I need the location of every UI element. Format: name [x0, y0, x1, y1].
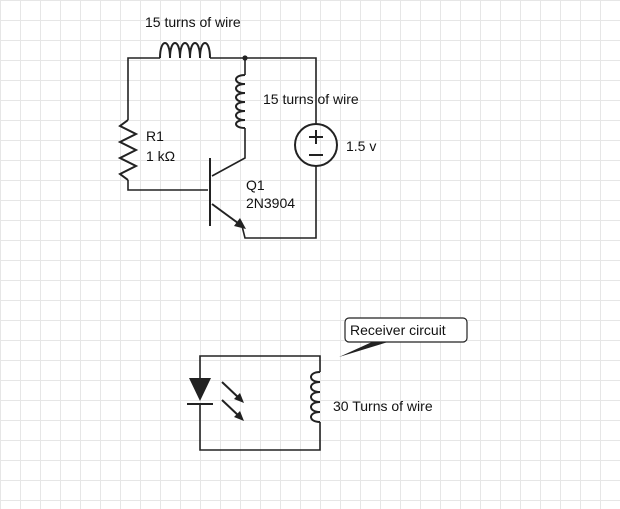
receiver-callout[interactable]: Receiver circuit [339, 317, 468, 357]
battery-source[interactable] [294, 123, 338, 167]
wire-top-left [127, 57, 160, 120]
battery-label: 1.5 v [346, 138, 376, 154]
receiver-coil-label: 30 Turns of wire [333, 398, 433, 414]
transistor-name: Q1 [246, 177, 265, 193]
receiver-coil[interactable] [310, 371, 321, 423]
emitter-arrow-icon [234, 218, 246, 229]
light-emission-arrows-icon [221, 381, 244, 421]
receiver-wire-top [199, 355, 321, 390]
receiver-circuit: Receiver circuit 30 Turns of wire [187, 317, 468, 451]
top-inductor-label: 15 turns of wire [145, 14, 241, 30]
collector-coil[interactable] [235, 74, 246, 129]
transmitter-circuit: 15 turns of wire R1 1 kΩ 15 turns of wir… [117, 14, 376, 239]
resistor-name: R1 [146, 128, 164, 144]
resistor-r1[interactable] [117, 119, 139, 181]
collector-coil-label: 15 turns of wire [263, 91, 359, 107]
wire-resistor-to-base [127, 180, 208, 191]
resistor-value: 1 kΩ [146, 148, 175, 164]
callout-pointer [339, 342, 388, 357]
wire-coil-to-collector [211, 128, 246, 177]
callout-text: Receiver circuit [350, 322, 446, 338]
top-inductor[interactable] [159, 42, 211, 59]
wire-emitter-to-battery [241, 166, 317, 239]
transistor-part: 2N3904 [246, 195, 295, 211]
transistor-q1[interactable] [209, 158, 246, 229]
led-diode[interactable] [187, 378, 213, 405]
receiver-wire-bottom [199, 404, 321, 451]
